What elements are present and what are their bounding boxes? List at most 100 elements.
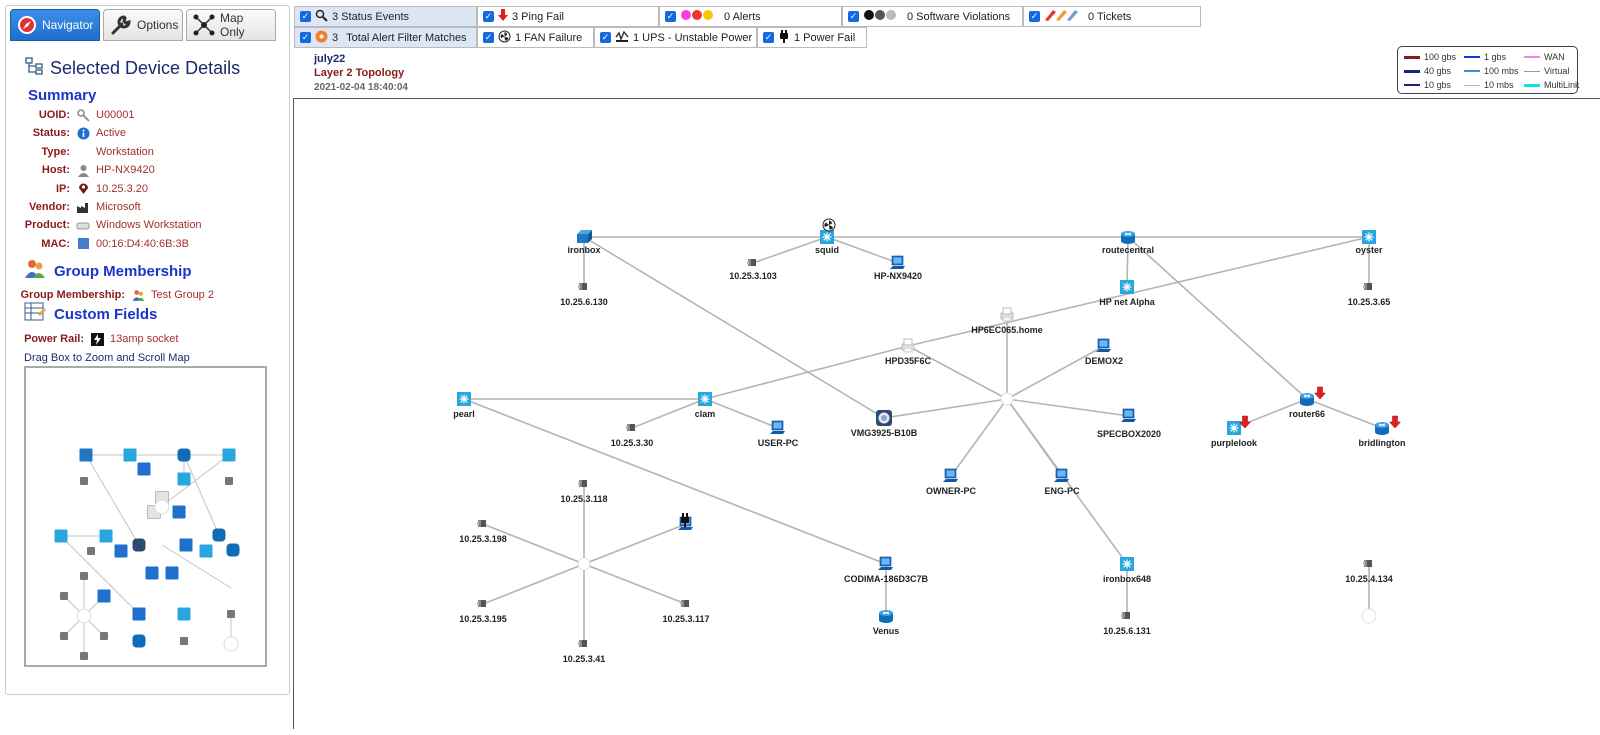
network-link[interactable] — [583, 563, 687, 605]
network-link[interactable] — [704, 398, 779, 429]
modem-icon[interactable] — [876, 410, 892, 426]
generic-device-icon[interactable] — [477, 600, 486, 607]
network-link[interactable] — [1306, 398, 1383, 429]
map-node-hpnet[interactable]: HP net Alpha — [1099, 280, 1156, 307]
map-node-engpc[interactable]: ENG-PC — [1044, 468, 1080, 496]
starburst-icon[interactable] — [1120, 280, 1134, 294]
alert-matches-checkbox[interactable]: ✓ — [300, 32, 311, 43]
generic-device-icon[interactable] — [578, 283, 587, 290]
computer-icon[interactable] — [890, 255, 905, 269]
map-node-pearl[interactable]: pearl — [453, 392, 475, 419]
map-node-router66[interactable]: router66 — [1289, 393, 1325, 419]
map-node-ironbox[interactable]: ironbox — [568, 230, 601, 255]
filter-software-violations[interactable]: ✓ 0 Software Violations — [842, 6, 1023, 27]
network-link[interactable] — [826, 236, 899, 264]
map-node-venus[interactable]: Venus — [873, 610, 900, 636]
map-node-oyster[interactable]: oyster — [1355, 230, 1383, 255]
map-node-n_6131[interactable]: 10.25.6.131 — [1103, 612, 1151, 636]
network-link[interactable] — [752, 236, 828, 264]
map-node-n_3118[interactable]: 10.25.3.118 — [560, 480, 608, 504]
minimap-canvas[interactable] — [26, 368, 265, 665]
computer-icon[interactable] — [878, 556, 893, 570]
ping-fail-checkbox[interactable]: ✓ — [483, 11, 494, 22]
starburst-icon[interactable] — [820, 230, 834, 244]
network-link[interactable] — [1006, 398, 1130, 417]
router-icon[interactable] — [1375, 422, 1389, 435]
tickets-checkbox[interactable]: ✓ — [1029, 11, 1040, 22]
generic-device-icon[interactable] — [477, 520, 486, 527]
group-membership-value[interactable]: Test Group 2 — [151, 289, 214, 301]
filter-alerts[interactable]: ✓ 0 Alerts — [659, 6, 842, 27]
map-node-hpd35[interactable]: HPD35F6C — [885, 338, 932, 366]
map-node-ownerpc[interactable]: OWNER-PC — [926, 468, 976, 496]
generic-device-icon[interactable] — [626, 424, 635, 431]
map-node-n_3195[interactable]: 10.25.3.195 — [459, 600, 507, 624]
topology-canvas[interactable]: ironbox squid routecentral oyster 10.25.3.10… — [294, 99, 1600, 730]
map-node-vmg[interactable]: VMG3925-B10B — [851, 410, 918, 438]
network-link[interactable] — [1126, 236, 1129, 288]
tab-navigator[interactable]: Navigator — [10, 9, 100, 41]
filter-status-events[interactable]: ✓ 3 Status Events — [294, 6, 477, 27]
filter-power-fail[interactable]: ✓ 1 Power Fail — [757, 27, 867, 48]
power-fail-checkbox[interactable]: ✓ — [763, 32, 774, 43]
filter-fan-failure[interactable]: ✓ 1 FAN Failure — [477, 27, 594, 48]
generic-device-icon[interactable] — [1121, 612, 1130, 619]
router-icon[interactable] — [879, 610, 893, 623]
starburst-icon[interactable] — [1120, 557, 1134, 571]
network-link[interactable] — [463, 398, 887, 565]
software-violations-checkbox[interactable]: ✓ — [848, 11, 859, 22]
computer-icon[interactable] — [770, 420, 785, 434]
map-node-ironbox648[interactable]: ironbox648 — [1103, 557, 1151, 584]
filter-total-alert-matches[interactable]: ✓ 3 Total Alert Filter Matches — [294, 27, 477, 48]
map-node-hp6ec[interactable]: HP6EC065.home — [971, 307, 1043, 335]
map-node-n_365[interactable]: 10.25.3.65 — [1348, 283, 1391, 307]
map-node-userpc[interactable]: USER-PC — [758, 420, 799, 448]
starburst-icon[interactable] — [1227, 421, 1241, 435]
computer-icon[interactable] — [1096, 338, 1111, 352]
network-link[interactable] — [482, 523, 585, 565]
generic-device-icon[interactable] — [1363, 560, 1372, 567]
computer-icon[interactable] — [1054, 468, 1069, 482]
ups-unstable-checkbox[interactable]: ✓ — [600, 32, 611, 43]
status-events-checkbox[interactable]: ✓ — [300, 11, 311, 22]
map-node-specbox[interactable]: SPECBOX2020 — [1097, 408, 1161, 439]
map-node-hpnx[interactable]: HP-NX9420 — [874, 255, 922, 281]
alerts-checkbox[interactable]: ✓ — [665, 11, 676, 22]
virtual-hub-node[interactable] — [1361, 608, 1377, 624]
map-node-n_330[interactable]: 10.25.3.30 — [611, 424, 654, 448]
map-node-squid[interactable]: squid — [815, 230, 839, 255]
printer-icon[interactable] — [901, 338, 915, 353]
network-link[interactable] — [907, 236, 1370, 347]
map-node-clam[interactable]: clam — [695, 392, 716, 419]
tab-map-only[interactable]: Map Only — [186, 9, 276, 41]
map-node-routecentral[interactable]: routecentral — [1102, 231, 1154, 255]
virtual-hub-node[interactable] — [577, 557, 591, 571]
network-link[interactable] — [704, 345, 909, 400]
network-link[interactable] — [631, 398, 706, 429]
map-node-n_4134[interactable]: 10.25.4.134 — [1345, 560, 1393, 584]
map-node-n_103[interactable]: 10.25.3.103 — [729, 259, 777, 281]
starburst-icon[interactable] — [698, 392, 712, 406]
generic-device-icon[interactable] — [578, 640, 587, 647]
blue-box-icon[interactable] — [577, 230, 592, 243]
network-link[interactable] — [482, 563, 585, 605]
map-node-bridlington[interactable]: bridlington — [1359, 422, 1406, 448]
map-node-codima[interactable]: CODIMA-186D3C7B — [844, 556, 929, 584]
filter-ping-fail[interactable]: ✓ 3 Ping Fail — [477, 6, 659, 27]
map-node-purplelook[interactable]: purplelook — [1211, 421, 1258, 448]
network-link[interactable] — [583, 523, 687, 565]
computer-icon[interactable] — [943, 468, 958, 482]
router-icon[interactable] — [1300, 393, 1314, 406]
computer-icon[interactable] — [1121, 408, 1136, 422]
starburst-icon[interactable] — [457, 392, 471, 406]
printer-icon[interactable] — [1000, 307, 1014, 322]
tab-options[interactable]: Options — [103, 9, 183, 41]
network-link[interactable] — [583, 236, 885, 419]
map-node-demox2[interactable]: DEMOX2 — [1085, 338, 1123, 366]
network-link[interactable] — [1006, 345, 1105, 400]
generic-device-icon[interactable] — [680, 600, 689, 607]
map-node-n_6130[interactable]: 10.25.6.130 — [560, 283, 608, 307]
virtual-hub-node[interactable] — [1000, 392, 1014, 406]
starburst-icon[interactable] — [1362, 230, 1376, 244]
network-link[interactable] — [1127, 236, 1308, 400]
